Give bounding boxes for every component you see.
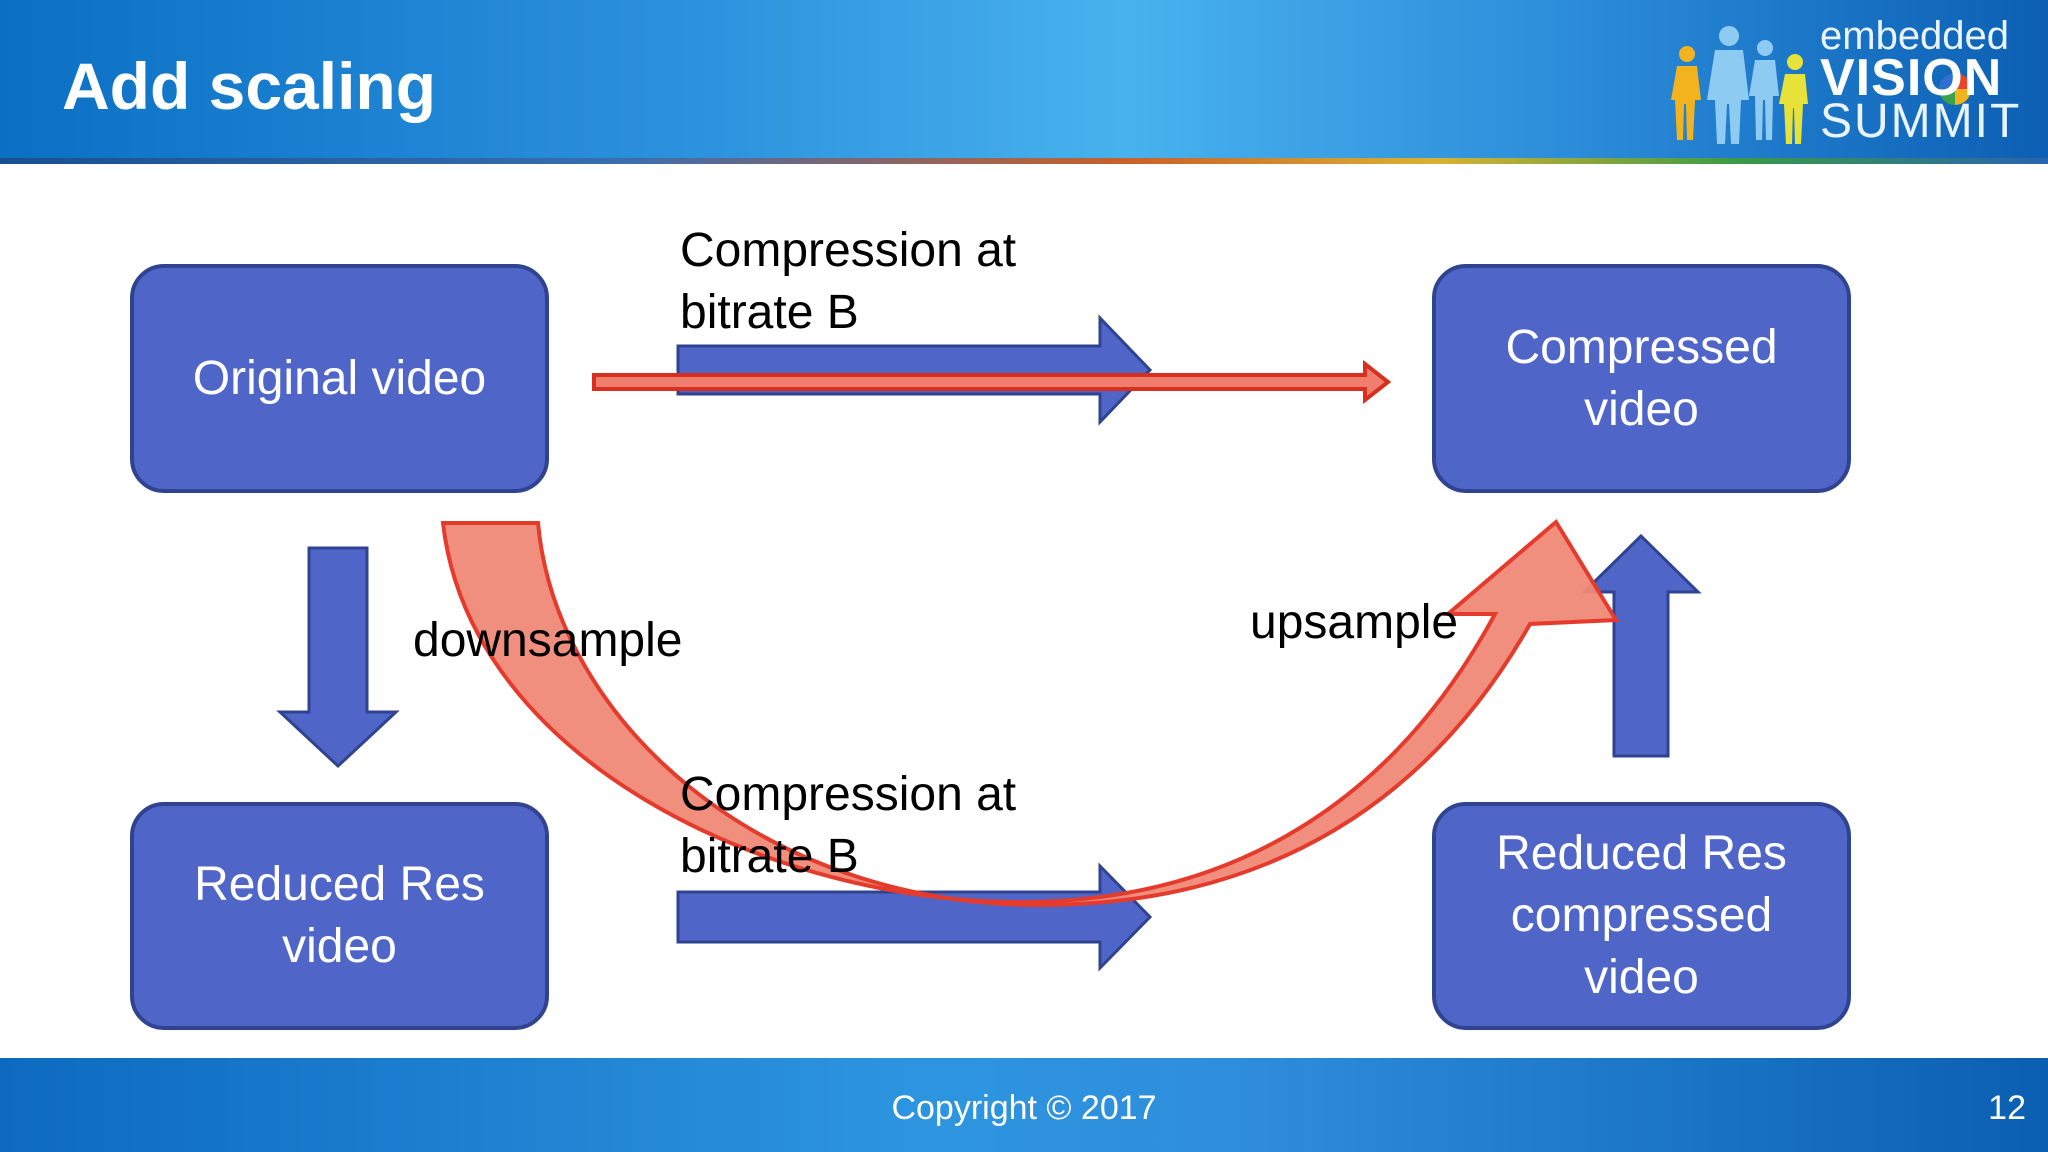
curved-red-arrow xyxy=(440,518,1620,908)
footer-bar: Copyright © 2017 12 xyxy=(0,1058,2048,1152)
color-wheel-icon xyxy=(1939,73,1971,105)
people-silhouettes-icon xyxy=(1671,26,1808,144)
label-downsample: downsample xyxy=(413,614,683,667)
page-number: 12 xyxy=(1988,1089,2026,1127)
logo-line-embedded: embedded xyxy=(1820,14,2010,58)
node-reduced-res-video: Reduced Res video xyxy=(130,802,549,1030)
copyright-text: Copyright © 2017 xyxy=(891,1089,1157,1127)
top-blue-arrow xyxy=(676,314,1153,426)
label-compression-bottom: Compression at bitrate B xyxy=(680,768,1017,883)
node-original-video: Original video xyxy=(130,264,549,493)
slide-title: Add scaling xyxy=(62,49,437,123)
header-bar xyxy=(0,0,2048,160)
logo-line-vision: VISION xyxy=(1820,49,2003,107)
downsample-arrow xyxy=(276,546,400,769)
logo-line-summit: SUMMIT xyxy=(1820,95,2022,148)
bottom-blue-arrow xyxy=(676,862,1153,972)
node-reduced-res-compressed-video: Reduced Res compressed video xyxy=(1432,802,1851,1030)
embedded-vision-summit-logo xyxy=(1671,26,1971,144)
label-upsample: upsample xyxy=(1250,596,1459,649)
node-compressed-video: Compressed video xyxy=(1432,264,1851,493)
upsample-arrow xyxy=(1580,533,1702,758)
label-compression-top: Compression at bitrate B xyxy=(680,224,1017,339)
red-thin-arrow xyxy=(592,359,1392,405)
header-divider xyxy=(0,158,2048,164)
